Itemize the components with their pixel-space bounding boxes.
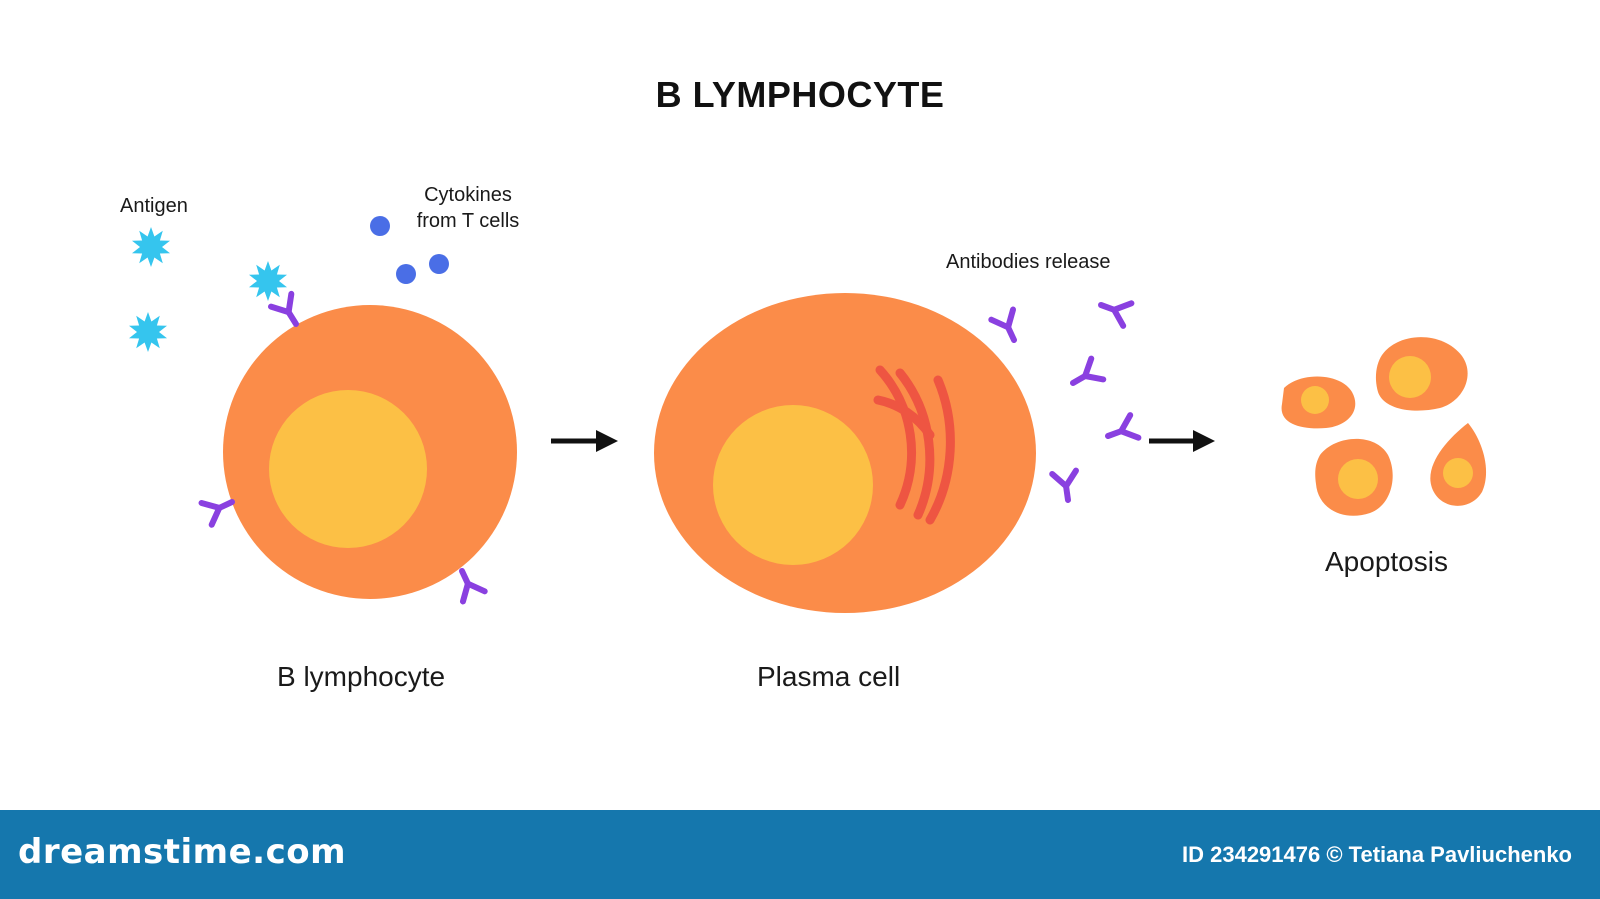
apoptosis-label: Apoptosis [1325,546,1448,577]
apoptotic-body [1375,337,1468,411]
released-antibody [1097,294,1132,326]
footer-brand: dreamstime.com [18,832,347,872]
antigen-icon [129,312,167,352]
plasma-cell-nucleus [713,405,873,565]
diagram-stage: B LYMPHOCYTE Antigen Cytokines from T ce… [120,74,1487,692]
diagram-title: B LYMPHOCYTE [655,74,945,115]
apoptotic-body [1281,376,1356,429]
arrow-icon [551,430,618,452]
plasma-cell-label: Plasma cell [757,661,901,692]
arrow-icon [1149,430,1215,452]
released-antibody [1052,471,1080,502]
antibodies-release-label: Antibodies release [946,251,1111,273]
released-antibody [1067,359,1103,394]
apoptotic-body [1430,423,1487,506]
footer-bar: dreamstime.com ID 234291476 © Tetiana Pa… [0,810,1600,899]
apoptotic-body [1315,438,1393,516]
antigen-icon [132,227,170,267]
antigen-icon [249,261,287,301]
antigen-label: Antigen [120,195,188,217]
cytokine-dot [429,254,449,274]
b-lymphocyte-nucleus [269,390,427,548]
cytokine-dot [370,216,390,236]
released-antibody [1104,415,1139,447]
b-lymphocyte-label: B lymphocyte [277,661,446,692]
cytokines-label-line2: from T cells [416,210,520,232]
endoplasmic-reticulum [873,365,955,525]
diagram-canvas [129,216,1487,613]
cytokine-dot [396,264,416,284]
surface-antibody [451,566,485,602]
released-antibody [991,310,1025,346]
footer-credit: ID 234291476 © Tetiana Pavliuchenko [1182,842,1572,867]
cytokines-label-line1: Cytokines [424,184,512,206]
